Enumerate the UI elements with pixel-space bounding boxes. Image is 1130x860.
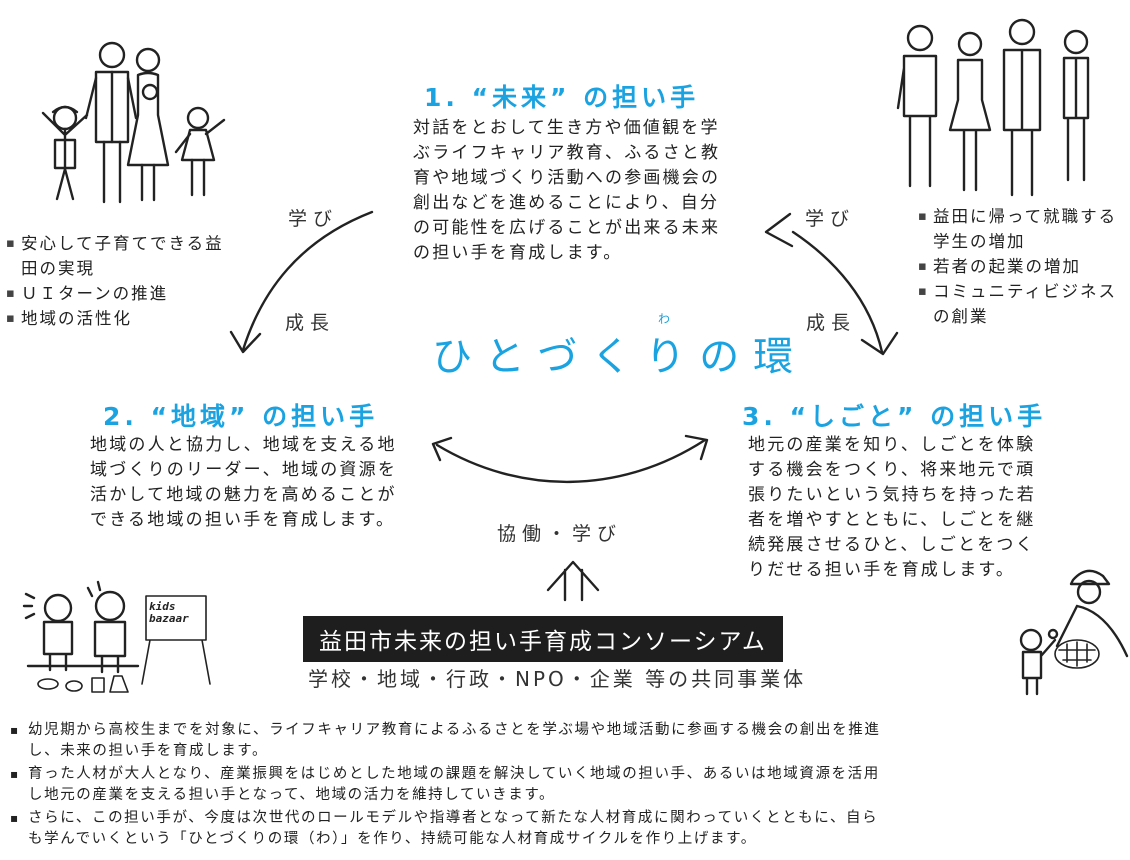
right-learn-label: 学び xyxy=(805,208,856,230)
young-people-illustration xyxy=(896,18,1090,197)
consortium-members: 学校・地域・行政・NPO・企業 等の共同事業体 xyxy=(308,667,807,691)
work-title: 3. “しごと” の担い手 xyxy=(742,402,1047,431)
left-bullet-item: ＵＩターンの推進 xyxy=(6,281,231,306)
left-cycle-arrow xyxy=(241,210,374,352)
harvest-illustration xyxy=(1019,569,1129,696)
left-learn-label: 学び xyxy=(288,208,339,230)
right-cycle-arrow xyxy=(791,230,884,354)
bottom-note: 育った人材が大人となり、産業振興をはじめとした地域の課題を解決していく地域の担い… xyxy=(10,764,890,806)
left-bullet-item: 地域の活性化 xyxy=(6,306,231,331)
work-description: 地元の産業を知り、しごとを体験する機会をつくり、将来地元で頑張りたいという気持ち… xyxy=(748,435,1036,580)
bottom-double-arrow xyxy=(435,438,707,484)
left-bullet-item: 安心して子育てできる益田の実現 xyxy=(6,231,231,281)
consortium-name: 益田市未来の担い手育成コンソーシアム xyxy=(303,616,783,662)
up-arrows xyxy=(546,560,600,602)
left-grow-label: 成長 xyxy=(285,312,336,334)
center-title: ひとづくりの環 xyxy=(432,334,808,380)
bottom-note: 幼児期から高校生までを対象に、ライフキャリア教育によるふるさとを学ぶ場や地域活動… xyxy=(10,720,890,762)
bottom-note: さらに、この担い手が、今度は次世代のロールモデルや指導者となって新たな人材育成に… xyxy=(10,808,890,850)
right-bullet-item: 若者の起業の増加 xyxy=(918,254,1123,279)
right-bullet-list: 益田に帰って就職する学生の増加 若者の起業の増加 コミュニティビジネスの創業 xyxy=(918,204,1123,329)
right-bullet-item: コミュニティビジネスの創業 xyxy=(918,279,1123,329)
right-bullet-item: 益田に帰って就職する学生の増加 xyxy=(918,204,1123,254)
left-bullet-list: 安心して子育てできる益田の実現 ＵＩターンの推進 地域の活性化 xyxy=(6,231,231,331)
future-title: 1. “未来” の担い手 xyxy=(424,83,700,112)
kids-bazaar-sign: kids bazaar xyxy=(149,600,189,625)
right-grow-label: 成長 xyxy=(806,312,857,334)
bottom-arrow-label: 協働・学び xyxy=(497,523,623,545)
bottom-notes: 幼児期から高校生までを対象に、ライフキャリア教育によるふるさとを学ぶ場や地域活動… xyxy=(10,720,890,852)
region-description: 地域の人と協力し、地域を支える地域づくりのリーダー、地域の資源を活かして地域の魅… xyxy=(90,435,398,530)
center-title-furigana: わ xyxy=(658,312,671,326)
kids-bazaar-illustration xyxy=(22,580,211,693)
future-description: 対話をとおして生き方や価値観を学ぶライフキャリア教育、ふるさと教育や地域づくり活… xyxy=(413,118,721,263)
region-title: 2. “地域” の担い手 xyxy=(103,402,379,431)
family-illustration xyxy=(41,41,226,204)
